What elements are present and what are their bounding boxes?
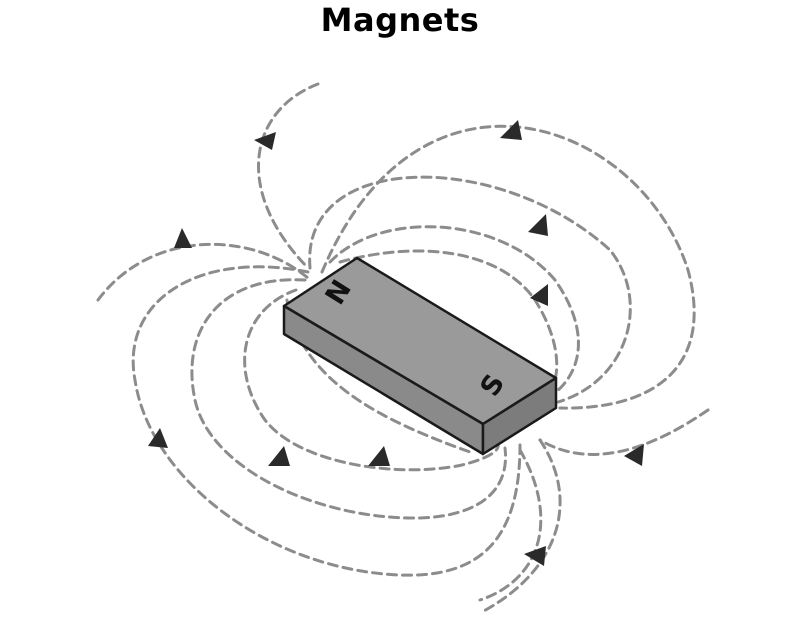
field-direction-arrow [174, 228, 192, 248]
field-line-upper-close [338, 249, 559, 390]
field-line-right-far [538, 408, 710, 456]
field-direction-arrow [368, 446, 390, 466]
field-line-left-inner [243, 288, 500, 472]
field-direction-arrow [528, 214, 548, 236]
field-direction-arrow [268, 446, 290, 466]
field-direction-arrow [148, 428, 168, 448]
diagram-title: Magnets [320, 1, 480, 39]
field-direction-arrow [254, 132, 276, 150]
field-direction-arrow [524, 546, 546, 566]
field-direction-arrow [624, 444, 644, 466]
bar-magnet [282, 256, 558, 456]
field-line-upper-inner [328, 225, 580, 394]
magnet-end-face [481, 376, 558, 456]
field-direction-arrow [500, 120, 522, 140]
field-direction-arrow [530, 284, 548, 306]
field-line-left-middle [190, 278, 508, 520]
field-line-left-outer [131, 265, 522, 577]
field-line-left-far [96, 242, 310, 302]
field-line-upper-outer [257, 82, 696, 410]
field-line-bottom-left [478, 448, 543, 602]
field-line-upper-middle [308, 175, 632, 404]
field-line-bottom-right [480, 438, 562, 614]
field-arrows [148, 120, 644, 566]
